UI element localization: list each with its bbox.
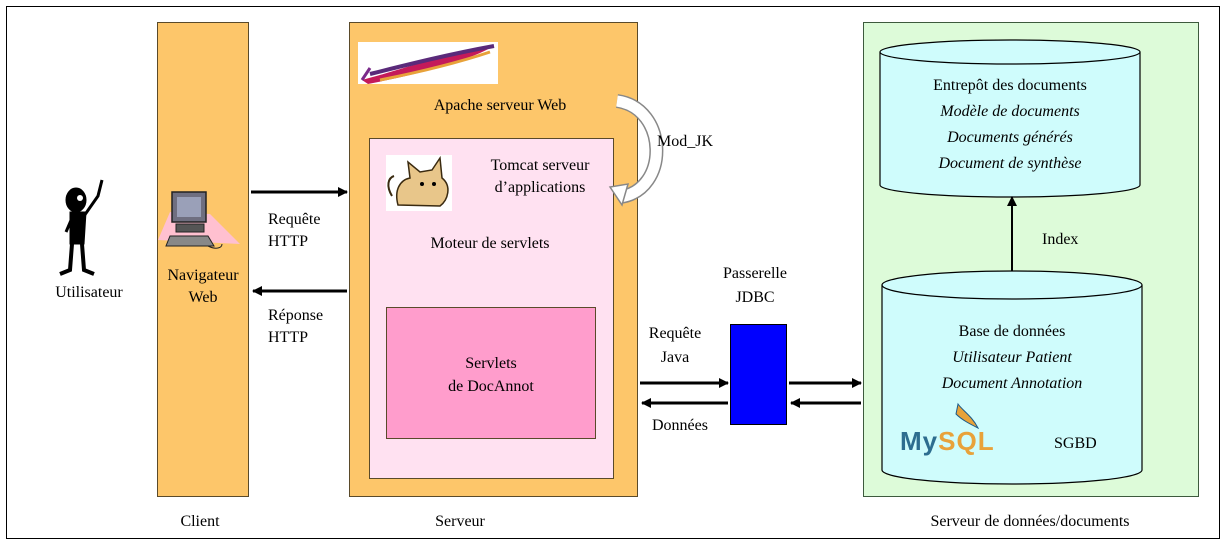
database-title: Base de données — [958, 323, 1066, 340]
gateway-label-line2: JDBC — [735, 289, 775, 306]
apache-feather-icon — [358, 42, 498, 84]
warehouse-item-3: Document de synthèse — [938, 155, 1082, 172]
browser-label-line1: Navigateur — [167, 267, 239, 284]
http-request-label-2: HTTP — [268, 233, 308, 250]
tomcat-icon — [386, 155, 452, 211]
mod-jk-curved-arrow — [608, 94, 664, 207]
user-figure-icon — [59, 179, 104, 276]
warehouse-cylinder — [879, 39, 1141, 198]
tomcat-label-line2: d’applications — [494, 179, 586, 196]
database-cylinder — [881, 270, 1143, 485]
servlet-engine-label: Moteur de servlets — [430, 235, 550, 252]
mysql-logo-my: My — [900, 426, 939, 456]
browser-label-line2: Web — [188, 289, 218, 306]
mysql-dolphin-icon — [955, 402, 980, 430]
client-label: Client — [180, 513, 220, 530]
servlets-label-line2: de DocAnnot — [448, 378, 534, 395]
user-label: Utilisateur — [55, 284, 123, 301]
database-item-1: Utilisateur Patient — [952, 349, 1072, 366]
java-request-label-2: Java — [660, 349, 690, 366]
apache-label: Apache serveur Web — [433, 97, 567, 114]
warehouse-item-1: Modèle de documents — [940, 103, 1080, 120]
client-column — [157, 22, 249, 497]
server-label: Serveur — [435, 513, 485, 530]
sgbd-label: SGBD — [1054, 435, 1097, 452]
java-request-label-1: Requête — [648, 325, 702, 342]
mysql-logo-sql: SQL — [938, 426, 995, 456]
jdbc-gateway — [730, 324, 787, 425]
servlets-label-line1: Servlets — [465, 355, 517, 372]
http-response-label-1: Réponse — [268, 307, 324, 324]
http-response-label-2: HTTP — [268, 329, 308, 346]
mod-jk-label: Mod_JK — [657, 133, 714, 150]
servlets-box — [386, 307, 596, 439]
gateway-label-line1: Passerelle — [723, 265, 787, 282]
warehouse-title: Entrepôt des documents — [933, 77, 1087, 94]
tomcat-label-line1: Tomcat serveur — [490, 157, 590, 174]
warehouse-item-2: Documents générés — [947, 129, 1073, 146]
mysql-logo: MySQL — [900, 424, 995, 458]
data-label: Données — [652, 417, 708, 434]
database-item-2: Document Annotation — [941, 375, 1083, 392]
index-label: Index — [1042, 231, 1079, 248]
computer-icon — [158, 191, 240, 249]
data-server-label: Serveur de données/documents — [930, 513, 1130, 530]
http-request-label-1: Requête — [268, 211, 321, 228]
